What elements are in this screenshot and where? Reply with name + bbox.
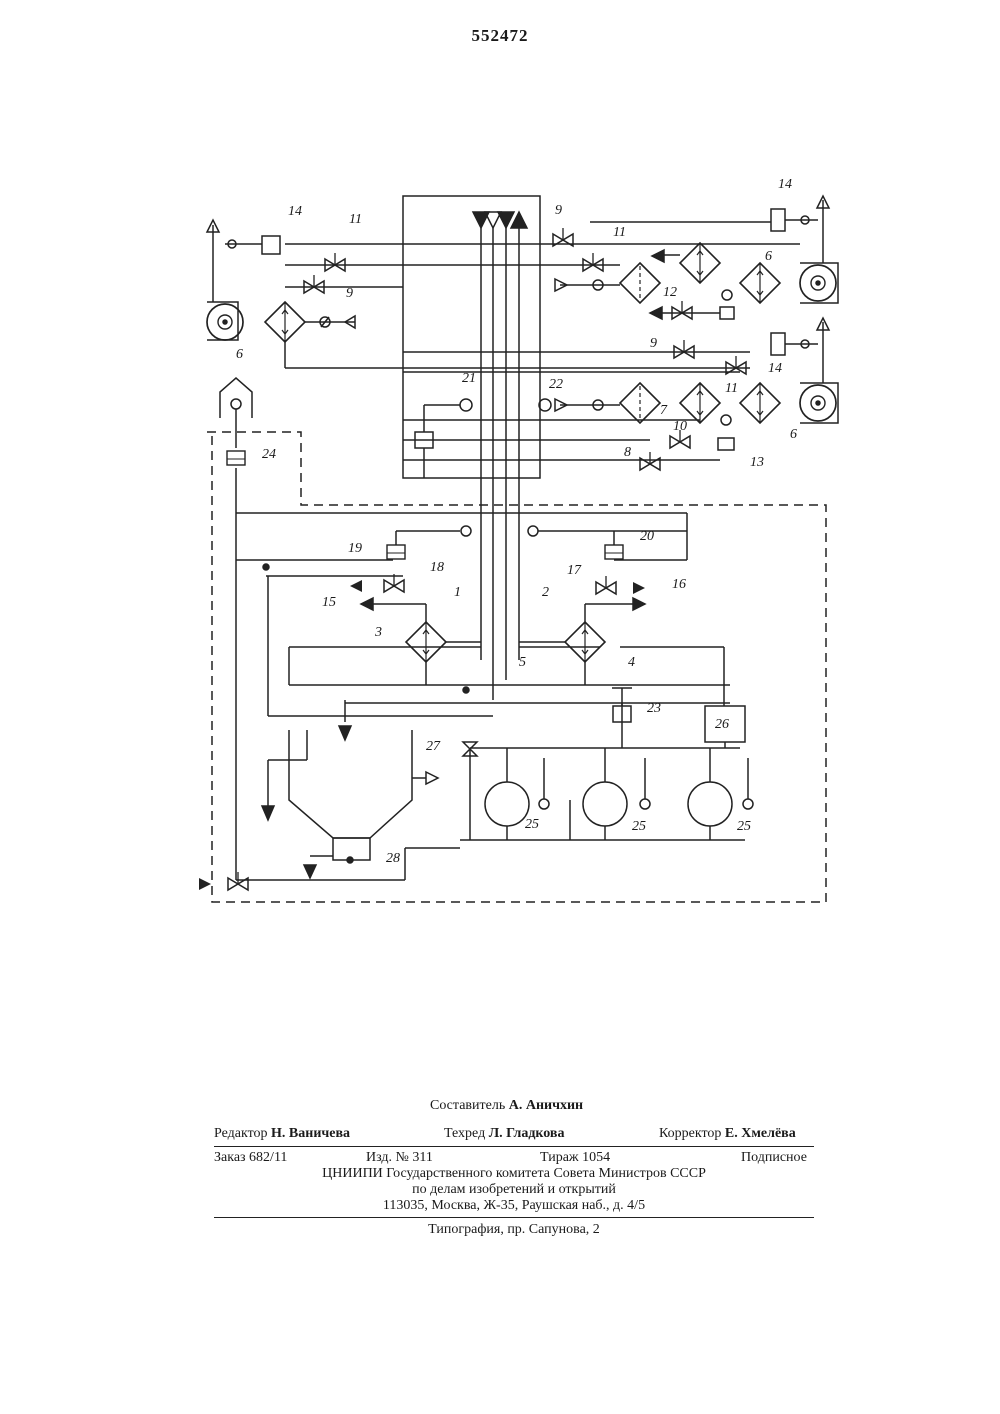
- editor-label: Редактор: [214, 1126, 268, 1141]
- left-air-unit: [207, 220, 355, 368]
- label-4: 4: [628, 655, 635, 670]
- techred-label: Техред: [444, 1126, 485, 1141]
- label-9-left: 9: [346, 286, 353, 301]
- label-27: 27: [426, 739, 441, 754]
- label-26: 26: [715, 717, 729, 732]
- subscription: Подписное: [741, 1150, 807, 1166]
- label-6-right-bottom: 6: [790, 427, 797, 442]
- corrector-line: Корректор Е. Хмелёва: [659, 1126, 796, 1142]
- editor-line: Редактор Н. Ваничева: [214, 1126, 350, 1142]
- label-21: 21: [462, 371, 476, 386]
- corrector-name: Е. Хмелёва: [725, 1126, 796, 1141]
- outdoor-sensor: [220, 378, 252, 448]
- inlet-arrow: [199, 878, 211, 890]
- label-19: 19: [348, 541, 362, 556]
- label-25-c: 25: [737, 819, 751, 834]
- label-20: 20: [640, 529, 654, 544]
- org-line-1: ЦНИИПИ Государственного комитета Совета …: [214, 1166, 814, 1182]
- order-number: Заказ 682/11: [214, 1150, 287, 1166]
- printing-house: Типография, пр. Сапунова, 2: [214, 1222, 814, 1238]
- compiler-label: Составитель: [430, 1098, 505, 1113]
- item-labels: 1 2 3 4 5 6 6 6 7 8 9 9 9 10 11 11 11 12…: [236, 177, 797, 866]
- label-14-right-top: 14: [778, 177, 792, 192]
- label-3: 3: [374, 625, 382, 640]
- corrector-label: Корректор: [659, 1126, 721, 1141]
- label-15: 15: [322, 595, 336, 610]
- label-5: 5: [519, 655, 526, 670]
- label-11-right-top: 11: [613, 225, 626, 240]
- label-11-right-bottom: 11: [725, 381, 738, 396]
- label-9-right-bottom: 9: [650, 336, 657, 351]
- label-8: 8: [624, 445, 631, 460]
- techred-name: Л. Гладкова: [489, 1126, 565, 1141]
- circulation: Тираж 1054: [540, 1150, 610, 1166]
- main-pipes: [236, 196, 800, 880]
- edition-number: Изд. № 311: [366, 1150, 433, 1166]
- label-14-right-bottom: 14: [768, 361, 782, 376]
- control-boundary: [207, 432, 826, 902]
- label-13: 13: [750, 455, 764, 470]
- label-2: 2: [542, 585, 549, 600]
- label-9-right-top: 9: [555, 203, 562, 218]
- label-12: 12: [663, 285, 677, 300]
- label-28: 28: [386, 851, 400, 866]
- compiler-line: Составитель А. Аничхин: [430, 1098, 583, 1114]
- label-10: 10: [673, 419, 687, 434]
- org-line-2: по делам изобретений и открытий: [214, 1182, 814, 1198]
- lower-plant: [262, 564, 753, 878]
- compiler-name: А. Аничхин: [509, 1098, 583, 1113]
- label-6-left: 6: [236, 347, 243, 362]
- label-1: 1: [454, 585, 461, 600]
- label-17: 17: [567, 563, 582, 578]
- label-18: 18: [430, 560, 444, 575]
- label-22: 22: [549, 377, 563, 392]
- label-25-b: 25: [632, 819, 646, 834]
- label-7: 7: [660, 403, 668, 418]
- editor-name: Н. Ваничева: [271, 1126, 350, 1141]
- label-14-left: 14: [288, 204, 302, 219]
- rule-top: [214, 1146, 814, 1147]
- rule-bottom: [214, 1217, 814, 1218]
- label-24: 24: [262, 447, 276, 462]
- label-23: 23: [647, 701, 661, 716]
- techred-line: Техред Л. Гладкова: [444, 1126, 565, 1142]
- schematic-diagram: 1 2 3 4 5 6 6 6 7 8 9 9 9 10 11 11 11 12…: [0, 0, 1000, 1000]
- org-address: 113035, Москва, Ж-35, Раушская наб., д. …: [214, 1198, 814, 1214]
- right-air-unit-top: [555, 196, 838, 319]
- label-25-a: 25: [525, 817, 539, 832]
- label-11-left: 11: [349, 212, 362, 227]
- label-16: 16: [672, 577, 686, 592]
- label-6-right-top: 6: [765, 249, 772, 264]
